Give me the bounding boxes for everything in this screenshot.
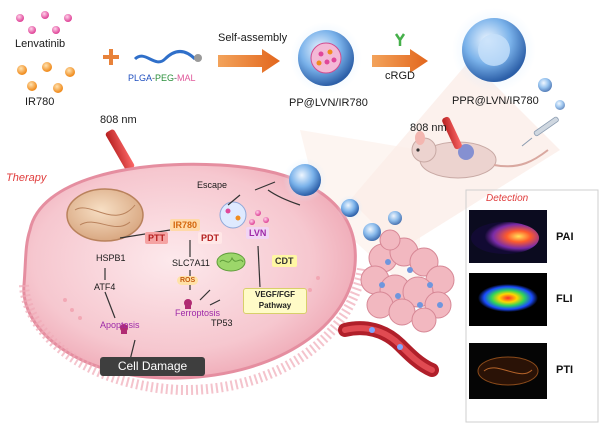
pai-image — [469, 210, 547, 263]
ros-label: ROS — [177, 276, 199, 285]
ir780-particles — [17, 62, 75, 93]
cdt-label: CDT — [272, 255, 297, 267]
atf4-label: ATF4 — [94, 282, 116, 292]
cell-damage-box: Cell Damage — [100, 357, 205, 376]
crgd-icon — [394, 33, 406, 46]
pti-image — [469, 343, 547, 399]
lvn-label: LVN — [246, 227, 270, 239]
self-assembly-label: Self-assembly — [218, 32, 288, 44]
ir780-cell-label: IR780 — [170, 219, 201, 231]
hspb1-label: HSPB1 — [96, 253, 126, 263]
lenvatinib-label: Lenvatinib — [15, 38, 66, 50]
tumor-mass — [360, 229, 455, 333]
cell-damage-label: Cell Damage — [117, 359, 188, 373]
ppr-label: PPR@LVN/IR780 — [452, 95, 539, 107]
detection-frame — [465, 189, 599, 423]
detection-title: Detection — [486, 193, 529, 204]
ptt-label: PTT — [145, 232, 168, 244]
apoptosis-label: Apoptosis — [100, 320, 140, 330]
vegf-label: VEGF/FGF — [255, 290, 295, 299]
mitochondrion — [216, 252, 246, 272]
pai-label: PAI — [556, 231, 574, 243]
therapy-label: Therapy — [6, 172, 47, 184]
crgd-label: cRGD — [385, 70, 415, 82]
skull-icon — [120, 299, 192, 334]
laser-top-label: 808 nm — [100, 114, 137, 126]
tumor-cell — [19, 162, 367, 396]
vegf-box: VEGF/FGF Pathway — [243, 288, 307, 314]
plus-icon — [103, 49, 119, 65]
polymer-label: PLGA-PEG-MAL — [128, 73, 196, 83]
ppr-nanoparticle — [452, 8, 536, 92]
laser-mouse — [442, 116, 462, 150]
laser-mouse-label: 808 nm — [410, 122, 447, 134]
fli-image — [469, 273, 547, 326]
endosome — [219, 201, 247, 229]
mouse — [411, 116, 559, 179]
self-assembly-arrow — [218, 49, 280, 73]
blood-vessel — [338, 321, 439, 377]
nanoparticle-stream — [283, 78, 565, 241]
tp53-label: TP53 — [211, 318, 233, 328]
crgd-arrow — [372, 49, 428, 73]
pp-nanoparticle — [290, 22, 362, 94]
pathway-label: Pathway — [258, 301, 292, 310]
ferroptosis-label: Ferroptosis — [175, 308, 221, 318]
fli-label: FLI — [556, 293, 573, 305]
pdt-label: PDT — [198, 232, 222, 244]
pti-label: PTI — [556, 364, 574, 376]
plga-peg-mal-chain — [133, 50, 197, 64]
ir780-label: IR780 — [25, 96, 55, 108]
nucleus — [66, 188, 144, 242]
escape-arrow — [267, 189, 301, 206]
lenvatinib-particles — [16, 11, 72, 34]
pp-label: PP@LVN/IR780 — [289, 97, 368, 109]
slc7a11-label: SLC7A11 — [172, 258, 210, 268]
escape-label: Escape — [197, 180, 228, 190]
